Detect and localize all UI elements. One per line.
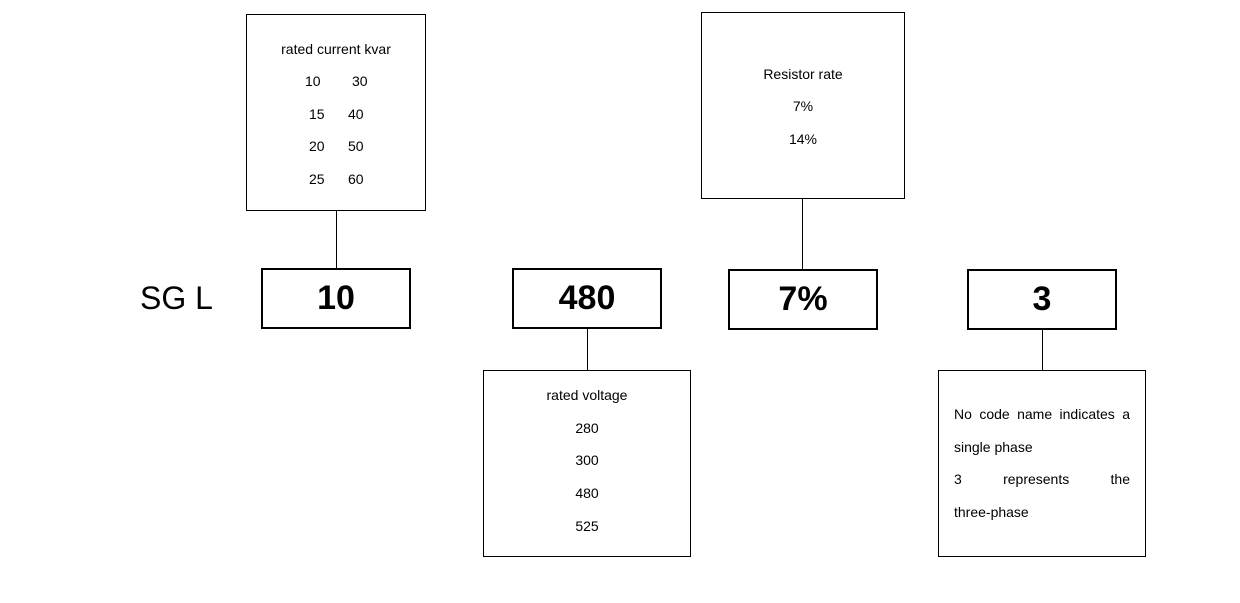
current-value: 50 <box>348 138 364 154</box>
connector-phase <box>1042 330 1043 370</box>
connector-current <box>336 210 337 268</box>
current-value: 20 <box>309 138 325 154</box>
model-prefix: SG L <box>140 280 213 316</box>
code-box-voltage: 480 <box>512 268 662 329</box>
phase-description-line: No code name indicates a <box>954 406 1130 422</box>
resistor-rate-title: Resistor rate <box>763 66 843 82</box>
rated-voltage-title: rated voltage <box>546 387 628 403</box>
code-resistor-value: 7% <box>778 280 828 318</box>
voltage-value: 300 <box>575 452 599 468</box>
code-current-value: 10 <box>317 279 355 317</box>
current-value: 60 <box>348 171 364 187</box>
voltage-value: 480 <box>575 485 599 501</box>
current-value: 15 <box>309 106 325 122</box>
current-value: 25 <box>309 171 325 187</box>
resistor-rate-value: 14% <box>788 131 818 147</box>
resistor-rate-value: 7% <box>792 98 814 114</box>
connector-resistor <box>802 198 803 269</box>
code-box-phase: 3 <box>967 269 1117 330</box>
phase-description-line: 3 represents the <box>954 471 1130 487</box>
code-phase-value: 3 <box>1032 280 1052 318</box>
rated-current-box: rated current kvar 10 30 15 40 20 50 25 … <box>246 14 426 211</box>
phase-description-box: No code name indicates a single phase 3 … <box>938 370 1146 557</box>
current-value: 10 <box>305 73 321 89</box>
voltage-value: 280 <box>575 420 599 436</box>
code-box-current: 10 <box>261 268 411 329</box>
rated-voltage-box: rated voltage 280 300 480 525 <box>483 370 691 557</box>
code-box-resistor: 7% <box>728 269 878 330</box>
connector-voltage <box>587 329 588 370</box>
code-voltage-value: 480 <box>558 279 616 317</box>
voltage-value: 525 <box>575 518 599 534</box>
phase-description-line: three-phase <box>954 504 1029 520</box>
resistor-rate-box: Resistor rate 7% 14% <box>701 12 905 199</box>
rated-current-title: rated current kvar <box>281 41 391 57</box>
phase-description-line: single phase <box>954 439 1033 455</box>
current-value: 40 <box>348 106 364 122</box>
current-value: 30 <box>352 73 368 89</box>
